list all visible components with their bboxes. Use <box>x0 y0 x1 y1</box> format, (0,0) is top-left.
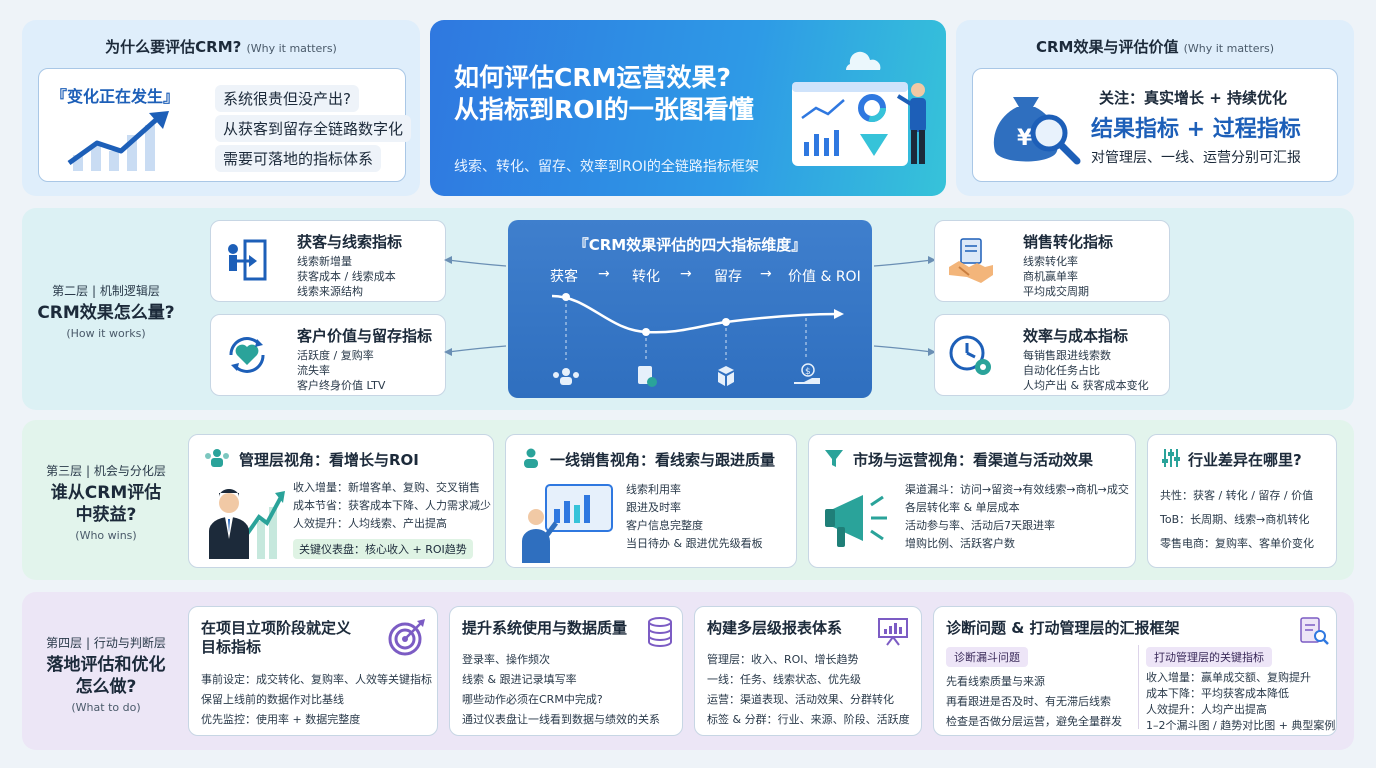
target-icon <box>388 619 425 656</box>
growth-chart-icon <box>67 111 169 171</box>
pain-point-1: 系统很贵但没产出? <box>215 85 359 112</box>
key-dashboard-highlight: 关键仪表盘：核心收入 + ROI趋势 <box>293 539 473 559</box>
layer4-label: 第四层 | 行动与判断层 落地评估和优化怎么做? (What to do) <box>46 636 166 714</box>
sales-view-card: 一线销售视角：看线索与跟进质量 线索利用率 跟进及时率 客户信息完整度 当日待办… <box>505 434 797 568</box>
yuan-symbol: ¥ <box>1017 126 1033 151</box>
megaphone-icon <box>825 495 887 547</box>
door-person-icon <box>228 239 267 281</box>
change-card: 『变化正在发生』 系统很贵但没产出? 从获客到留存全链路数字化 需要可落地的指标… <box>38 68 412 182</box>
team-icon <box>205 449 229 467</box>
hero-subtitle: 线索、转化、留存、效率到ROI的全链路指标框架 <box>454 159 759 175</box>
value-title: CRM效果与评估价值 (Why it matters) <box>1036 38 1274 56</box>
hero-title: 如何评估CRM运营效果? 从指标到ROI的一张图看懂 <box>454 63 754 124</box>
management-view-card: 管理层视角：看增长与ROI 收入增量：新增客单、复购、交叉销售 成本节省：获客成… <box>188 434 494 568</box>
system-usage-quality-card: 提升系统使用与数据质量 登录率、操作频次 线索 & 跟进记录填写率 哪些动作必须… <box>449 606 683 736</box>
hand-coin-icon: $ <box>794 363 820 384</box>
box-icon <box>718 366 734 386</box>
dashboard-illustration-icon <box>792 51 926 166</box>
report-line: 对管理层、一线、运营分别可汇报 <box>1091 150 1301 166</box>
value-panel: CRM效果与评估价值 (Why it matters) ¥ 关注：真实增长 + … <box>956 20 1354 196</box>
connector-arrows <box>444 256 936 356</box>
report-system-card: 构建多层级报表体系 管理层：收入、ROI、增长趋势 一线：任务、线索状态、优先级… <box>694 606 922 736</box>
retention-metrics-card: 客户价值与留存指标 活跃度 / 复购率 流失率 客户终身价值 LTV <box>210 314 446 396</box>
efficiency-metrics-card: 效率与成本指标 每销售跟进线索数 自动化任务占比 人均产出 & 获客成本变化 <box>934 314 1170 396</box>
stage-arrow-3: → <box>760 266 772 282</box>
money-bag-magnifier-icon: ¥ <box>993 97 1081 165</box>
marketing-view-card: 市场与运营视角：看渠道与活动效果 渠道漏斗：访问→留资→有效线索→商机→成交 各… <box>808 434 1136 568</box>
diagnosis-reporting-card: 诊断问题 & 打动管理层的汇报框架 诊断漏斗问题 先看线索质量与来源 再看跟进是… <box>933 606 1337 736</box>
layer3-label: 第三层 | 机会与分化层 谁从CRM评估中获益? (Who wins) <box>46 464 166 542</box>
conversion-metrics-card: 销售转化指标 线索转化率 商机赢单率 平均成交周期 <box>934 220 1170 302</box>
four-dimensions-panel: 『CRM效果评估的四大指标维度』 获客 → 转化 → 留存 → 价值 & ROI <box>508 220 872 398</box>
stage-convert: 转化 <box>632 269 660 285</box>
pain-point-3: 需要可落地的指标体系 <box>215 145 382 172</box>
layer2-label: 第二层 | 机制逻辑层 CRM效果怎么量? (How it works) <box>37 284 175 340</box>
funnel-icon <box>825 450 843 467</box>
define-target-metrics-card: 在项目立项阶段就定义 目标指标 事前设定：成交转化、复购率、人效等关键指标 保留… <box>188 606 438 736</box>
change-tag: 『变化正在发生』 <box>51 87 180 106</box>
why-evaluate-title: 为什么要评估CRM? (Why it matters) <box>105 38 337 56</box>
pain-point-2: 从获客到留存全链路数字化 <box>215 115 412 142</box>
people-icon <box>553 368 579 385</box>
heart-cycle-icon <box>229 337 265 373</box>
stage-arrow-2: → <box>680 266 692 282</box>
presentation-board-icon <box>878 618 908 646</box>
stage-arrow-1: → <box>598 266 610 282</box>
four-dimensions-title: 『CRM效果评估的四大指标维度』 <box>573 236 807 254</box>
report-magnifier-icon <box>1300 617 1329 645</box>
stage-acquire: 获客 <box>550 269 578 285</box>
divider <box>1138 645 1139 729</box>
key-metrics-tag: 打动管理层的关键指标 <box>1146 647 1272 667</box>
executive-growth-icon <box>209 489 285 559</box>
dollar-symbol: $ <box>805 367 811 377</box>
focus-line: 关注：真实增长 + 持续优化 <box>1099 89 1288 107</box>
clock-gear-icon <box>949 335 991 375</box>
hero-banner: 如何评估CRM运营效果? 从指标到ROI的一张图看懂 线索、转化、留存、效率到R… <box>430 20 946 196</box>
industry-difference-card: 行业差异在哪里? 共性：获客 / 转化 / 留存 / 价值 ToB：长周期、线索… <box>1147 434 1337 568</box>
document-check-icon <box>638 366 657 387</box>
handshake-document-icon <box>949 238 993 283</box>
value-card: ¥ 关注：真实增长 + 持续优化 结果指标 + 过程指标 对管理层、一线、运营分… <box>972 68 1338 182</box>
diagnose-funnel-tag: 诊断漏斗问题 <box>946 647 1028 667</box>
acquisition-metrics-card: 获客与线索指标 线索新增量 获客成本 / 线索成本 线索来源结构 <box>210 220 446 302</box>
sales-dashboard-icon <box>522 484 613 563</box>
result-process-metrics: 结果指标 + 过程指标 <box>1091 117 1301 142</box>
sliders-icon <box>1162 449 1180 467</box>
person-icon <box>524 448 538 468</box>
why-evaluate-panel: 为什么要评估CRM? (Why it matters) 『变化正在发生』 系统很… <box>22 20 420 196</box>
stage-value-roi: 价值 & ROI <box>788 269 861 285</box>
funnel-curve: $ <box>551 293 844 387</box>
database-icon <box>648 617 672 647</box>
stage-retain: 留存 <box>714 269 742 285</box>
